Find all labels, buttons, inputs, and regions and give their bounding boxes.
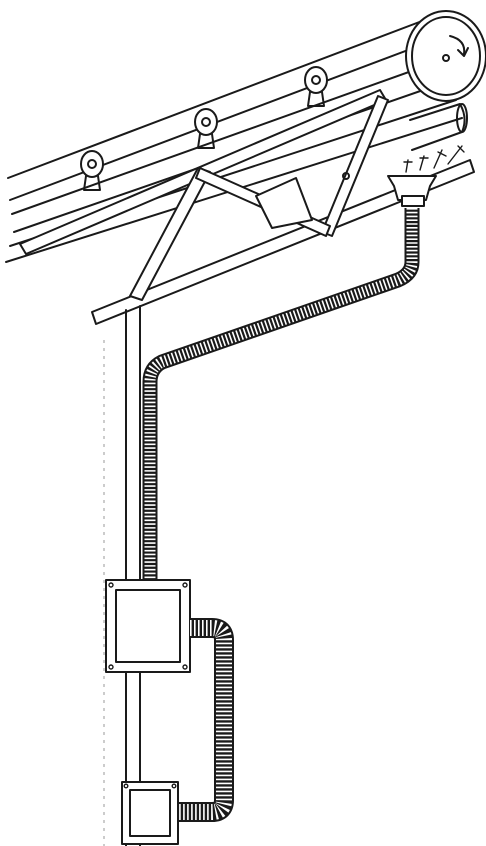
truss-frame [19,89,475,325]
upper-junction-box [105,579,191,673]
outlet-head [387,145,465,207]
lower-junction-box [121,781,179,845]
connecting-flex-hose [178,618,234,822]
spray-fittings [403,145,465,173]
trolley-1 [80,150,104,191]
trolley-2 [194,108,218,149]
main-flex-hose [142,208,420,582]
trolley-3 [304,66,328,107]
rotation-arrow-icon [449,35,469,57]
drive-pulley [405,10,486,102]
support-rod [103,305,141,846]
